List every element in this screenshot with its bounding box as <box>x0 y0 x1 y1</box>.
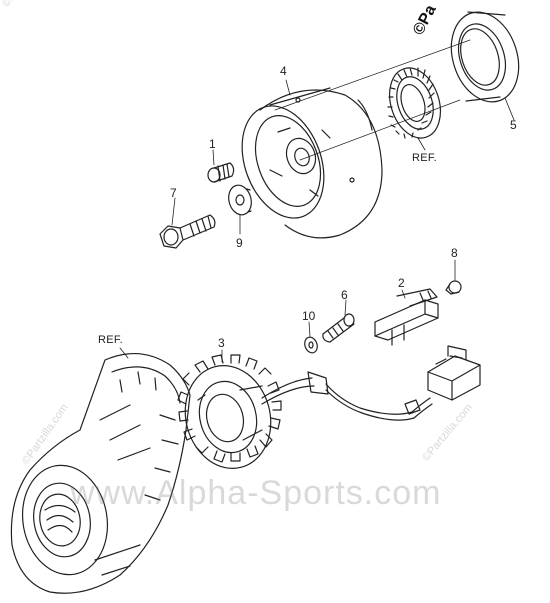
leader-lines <box>119 79 515 363</box>
ref-label-clutch: REF. <box>412 152 438 164</box>
callout-1: 1 <box>209 137 216 151</box>
site-watermark: www.Alpha-Sports.com <box>70 474 442 512</box>
pulser-coil <box>374 288 439 346</box>
callout-5: 5 <box>510 118 517 132</box>
washer <box>228 184 252 216</box>
callout-10: 10 <box>302 309 316 323</box>
callout-6: 6 <box>341 288 348 302</box>
stator-bolt <box>322 313 355 343</box>
seal-ring <box>450 11 520 103</box>
callout-3: 3 <box>218 336 225 350</box>
lock-washer <box>304 336 318 354</box>
wire-harness <box>261 371 433 421</box>
callout-4: 4 <box>280 64 287 78</box>
small-screw <box>445 280 462 295</box>
wire-connector <box>427 345 481 401</box>
crankcase-cover <box>10 352 191 594</box>
callout-9: 9 <box>236 236 243 250</box>
stator <box>177 354 282 469</box>
callout-7: 7 <box>170 186 177 200</box>
rotor-bolt-small <box>207 162 235 183</box>
callout-2: 2 <box>398 276 405 290</box>
flange-bolt <box>159 214 216 249</box>
ref-label-cover: REF. <box>98 334 124 346</box>
callout-8: 8 <box>451 246 458 260</box>
flywheel-rotor <box>241 87 383 239</box>
one-way-clutch <box>387 67 441 139</box>
